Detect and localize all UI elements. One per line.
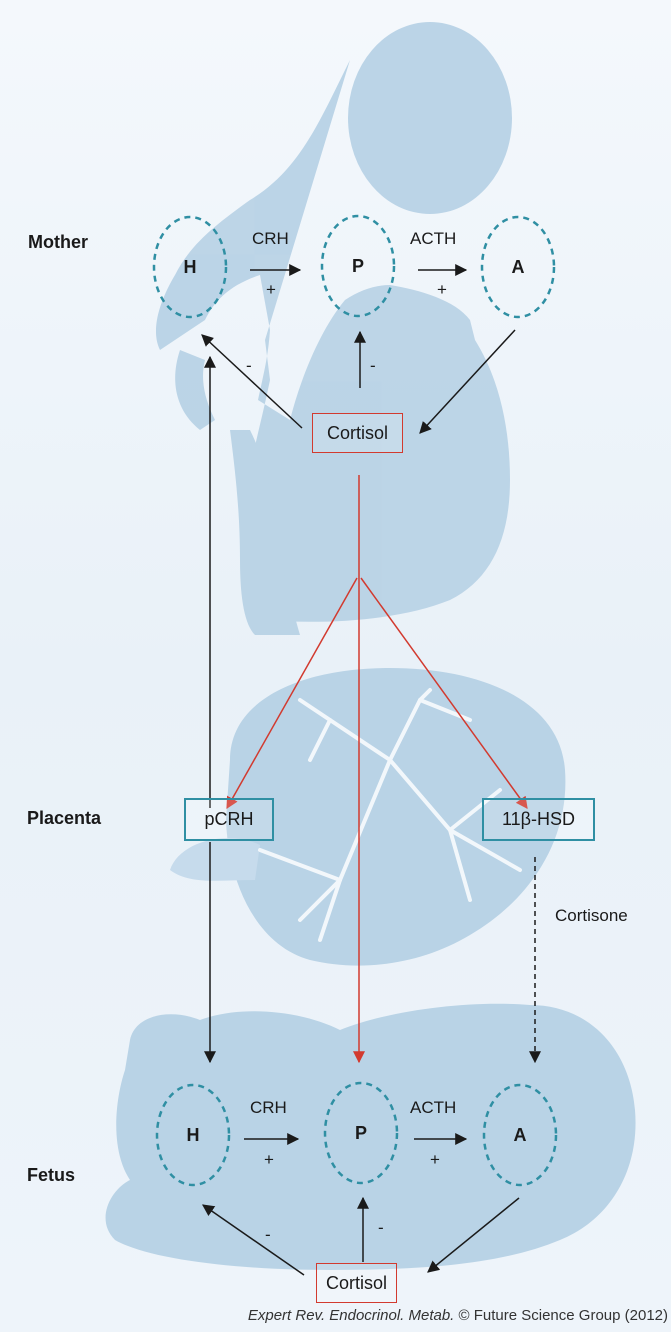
- mother-cortisol-box: Cortisol: [312, 413, 403, 453]
- cortisone-label: Cortisone: [555, 906, 628, 926]
- copyright-caption: Expert Rev. Endocrinol. Metab. © Future …: [0, 1307, 668, 1324]
- mother-label: Mother: [28, 232, 88, 253]
- fetus-feedback-h-sign: -: [265, 1225, 271, 1245]
- fetus-feedback-p-sign: -: [378, 1218, 384, 1238]
- mother-acth-sign: +: [437, 280, 447, 300]
- mother-crh-sign: +: [266, 280, 276, 300]
- journal-name: Expert Rev. Endocrinol. Metab.: [248, 1307, 454, 1324]
- fetus-acth-label: ACTH: [410, 1098, 456, 1118]
- fetus-cortisol-box: Cortisol: [316, 1263, 397, 1303]
- mother-feedback-p-sign: -: [370, 356, 376, 376]
- fetus-pituitary-node: P: [323, 1081, 399, 1185]
- mother-feedback-h-sign: -: [246, 356, 252, 376]
- fetus-crh-sign: +: [264, 1150, 274, 1170]
- fetus-hypothalamus-node: H: [155, 1083, 231, 1187]
- fetus-acth-sign: +: [430, 1150, 440, 1170]
- fetus-crh-label: CRH: [250, 1098, 287, 1118]
- mother-crh-label: CRH: [252, 229, 289, 249]
- pcrh-box: pCRH: [184, 798, 274, 841]
- 11b-hsd-box: 11β-HSD: [482, 798, 595, 841]
- fetus-label: Fetus: [27, 1165, 75, 1186]
- copyright-text: © Future Science Group (2012): [454, 1307, 668, 1324]
- fetus-adrenal-node: A: [482, 1083, 558, 1187]
- mother-pituitary-node: P: [320, 214, 396, 318]
- mother-adrenal-node: A: [480, 215, 556, 319]
- placenta-label: Placenta: [27, 808, 101, 829]
- mother-cortisol-to-h-arrow: [202, 335, 302, 428]
- mother-hypothalamus-node: H: [152, 215, 228, 319]
- mother-acth-label: ACTH: [410, 229, 456, 249]
